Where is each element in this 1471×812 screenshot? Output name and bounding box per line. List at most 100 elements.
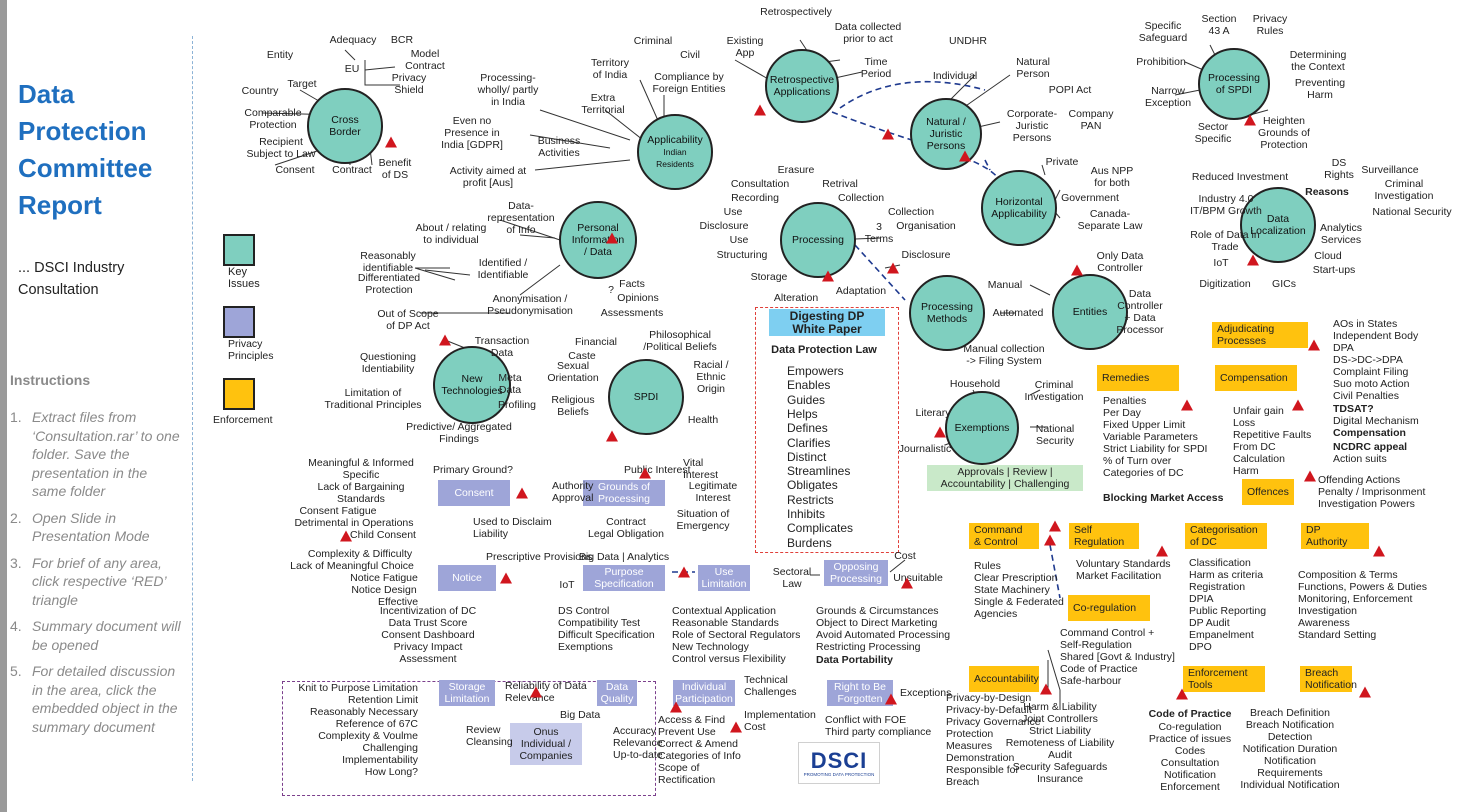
red-triangle-icon[interactable] xyxy=(1373,545,1385,557)
white-paper-item: Enables xyxy=(787,378,831,393)
annotation-text: Only Data Controller xyxy=(1096,250,1144,274)
red-triangle-icon[interactable] xyxy=(959,150,971,162)
enforcement-box[interactable]: Breach Notification xyxy=(1300,666,1357,692)
privacy-principle-box[interactable]: Right to Be Forgotten xyxy=(827,680,893,706)
enforcement-box[interactable]: Categorisation of DC xyxy=(1185,523,1267,549)
key-issue-label: Processing of SPDI xyxy=(1208,72,1260,96)
key-issue-circle[interactable]: Processing of SPDI xyxy=(1198,48,1270,120)
key-issue-circle[interactable]: SPDI xyxy=(608,359,684,435)
privacy-principle-box[interactable]: Notice xyxy=(438,565,496,591)
annotation-text: Reasons xyxy=(1305,186,1349,198)
red-triangle-icon[interactable] xyxy=(1244,114,1256,126)
red-triangle-icon[interactable] xyxy=(1049,520,1061,532)
annotation-text: Storage xyxy=(750,271,788,283)
legend-enforcement-label: Enforcement xyxy=(213,414,273,426)
instruction-number: 5. xyxy=(10,663,22,679)
key-issue-circle[interactable]: Exemptions xyxy=(945,391,1019,465)
key-issue-circle[interactable]: Natural / Juristic Persons xyxy=(910,98,982,170)
red-triangle-icon[interactable] xyxy=(901,577,913,589)
red-triangle-icon[interactable] xyxy=(670,701,682,713)
red-triangle-icon[interactable] xyxy=(639,467,651,479)
key-issue-circle[interactable]: Entities xyxy=(1052,274,1128,350)
annotation-text: Exceptions xyxy=(900,687,952,699)
enforcement-box[interactable]: Co-regulation xyxy=(1068,595,1150,621)
enforcement-box[interactable]: Command & Control xyxy=(969,523,1039,549)
annotation-text: Data Controller + Data Processor xyxy=(1116,288,1164,336)
white-paper-item: Streamlines xyxy=(787,464,851,479)
red-triangle-icon[interactable] xyxy=(500,572,512,584)
red-triangle-icon[interactable] xyxy=(516,487,528,499)
instructions-list: 1.Extract files from ‘Consultation.rar’ … xyxy=(10,408,185,744)
red-triangle-icon[interactable] xyxy=(1181,399,1193,411)
red-triangle-icon[interactable] xyxy=(822,270,834,282)
annotation-text: Organisation xyxy=(896,220,956,232)
privacy-principle-box[interactable]: Use Limitation xyxy=(698,565,750,591)
privacy-principle-box[interactable]: Opposing Processing xyxy=(824,560,888,586)
red-triangle-icon[interactable] xyxy=(678,566,690,578)
legend-privacy-principles-label: Privacy Principles xyxy=(228,338,274,362)
privacy-principle-box[interactable]: Individual Participation xyxy=(673,680,735,706)
red-triangle-icon[interactable] xyxy=(1359,686,1371,698)
annotation-text: Disclosure xyxy=(901,249,951,261)
annotation-text: Legitimate Interest xyxy=(688,480,738,504)
red-triangle-icon[interactable] xyxy=(439,334,451,346)
privacy-principle-box[interactable]: Grounds of Processing xyxy=(583,480,665,506)
red-triangle-icon[interactable] xyxy=(385,136,397,148)
red-triangle-icon[interactable] xyxy=(1176,688,1188,700)
key-issue-circle[interactable]: Personal Information / Data xyxy=(559,201,637,279)
annotation-text: Lack of Bargaining Standards xyxy=(317,481,405,505)
red-triangle-icon[interactable] xyxy=(606,232,618,244)
onus-label: Onus Individual / Companies xyxy=(519,726,573,762)
red-triangle-icon[interactable] xyxy=(1156,545,1168,557)
enforcement-box[interactable]: DP Authority xyxy=(1301,523,1369,549)
red-triangle-icon[interactable] xyxy=(340,530,352,542)
annotation-text: Retrospectively xyxy=(760,6,832,18)
enforcement-box[interactable]: Offences xyxy=(1242,479,1294,505)
white-paper-frame xyxy=(755,307,899,553)
key-issue-label: Applicability xyxy=(647,134,703,146)
red-triangle-icon[interactable] xyxy=(730,721,742,733)
red-triangle-icon[interactable] xyxy=(606,430,618,442)
red-triangle-icon[interactable] xyxy=(887,262,899,274)
red-triangle-icon[interactable] xyxy=(1292,399,1304,411)
annotation-text: Surveillance xyxy=(1361,164,1419,176)
red-triangle-icon[interactable] xyxy=(1044,534,1056,546)
annotation-text: Narrow Exception xyxy=(1144,85,1192,109)
red-triangle-icon[interactable] xyxy=(1308,339,1320,351)
key-issue-circle[interactable]: New Technologies xyxy=(433,346,511,424)
enforcement-box[interactable]: Remedies xyxy=(1097,365,1179,391)
key-issue-circle[interactable]: Retrospective Applications xyxy=(765,49,839,123)
enforcement-box[interactable]: Compensation xyxy=(1215,365,1297,391)
enforcement-box[interactable]: Self Regulation xyxy=(1069,523,1139,549)
key-issue-circle[interactable]: Horizontal Applicability xyxy=(981,170,1057,246)
privacy-principle-box[interactable]: Consent xyxy=(438,480,510,506)
key-issue-circle[interactable]: Cross Border xyxy=(307,88,383,164)
annotation-text: Target xyxy=(287,78,317,90)
red-triangle-icon[interactable] xyxy=(1040,683,1052,695)
annotation-text: Literary xyxy=(915,407,951,419)
key-issue-circle[interactable]: Processing Methods xyxy=(909,275,985,351)
annotation-text: Co-regulation Practice of issues Codes C… xyxy=(1148,721,1232,793)
annotation-text: Transaction Data xyxy=(474,335,530,359)
red-triangle-icon[interactable] xyxy=(1304,470,1316,482)
enforcement-box[interactable]: Adjudicating Processes xyxy=(1212,322,1308,348)
privacy-principle-box[interactable]: Storage Limitation xyxy=(439,680,495,706)
privacy-principle-box[interactable]: Purpose Specification xyxy=(583,565,665,591)
red-triangle-icon[interactable] xyxy=(1071,264,1083,276)
annotation-text: Contract xyxy=(332,164,372,176)
red-triangle-icon[interactable] xyxy=(882,128,894,140)
annotation-text: Meaningful & Informed Specific xyxy=(308,457,414,481)
key-issue-circle[interactable]: Processing xyxy=(780,202,856,278)
red-triangle-icon[interactable] xyxy=(1247,254,1259,266)
annotation-text: TDSAT? xyxy=(1333,403,1374,415)
red-triangle-icon[interactable] xyxy=(754,104,766,116)
red-triangle-icon[interactable] xyxy=(934,426,946,438)
red-triangle-icon[interactable] xyxy=(885,693,897,705)
enforcement-box[interactable]: Accountability xyxy=(969,666,1039,692)
red-triangle-icon[interactable] xyxy=(530,686,542,698)
key-issue-circle[interactable]: Data Localization xyxy=(1240,187,1316,263)
annotation-text: Natural Person xyxy=(1016,56,1050,80)
enforcement-box[interactable]: Enforcement Tools xyxy=(1183,666,1265,692)
privacy-principle-box[interactable]: Data Quality xyxy=(597,680,637,706)
